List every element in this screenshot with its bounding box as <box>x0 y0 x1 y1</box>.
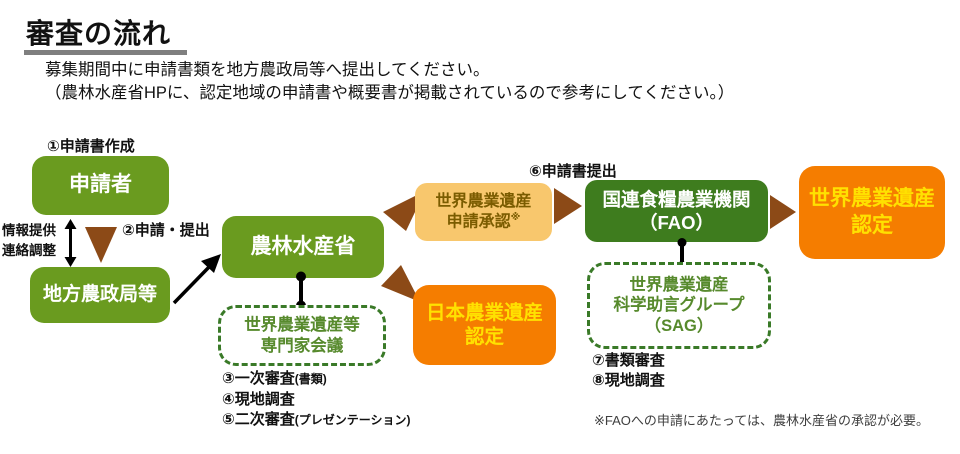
step4-label: ④現地調査 <box>222 390 295 408</box>
giahs-designation-line1: 世界農業遺産 <box>809 187 935 211</box>
japan-designation-line2: 認定 <box>464 326 504 348</box>
intro-line2: （農林水産省HPに、認定地域の申請書や概要書が掲載されているので参考にしてくださ… <box>45 84 735 102</box>
title-underline <box>24 50 187 55</box>
info-line2: 連絡調整 <box>2 242 56 258</box>
giahs-approval-line1: 世界農業遺産 <box>435 192 532 210</box>
step5-label: ⑤二次審査(プレゼンテーション) <box>222 411 411 428</box>
expert-panel-line2: 専門家会議 <box>260 336 344 355</box>
giahs-designation-line2: 認定 <box>851 213 893 237</box>
step7-label: ⑦書類審査 <box>592 352 665 369</box>
step3-label: ③一次審査(書類) <box>222 370 327 387</box>
maff-label: 農林水産省 <box>250 234 356 258</box>
sag-line1: 世界農業遺産 <box>629 275 729 294</box>
triangle-right-icon-2 <box>770 195 796 229</box>
fao-box: 国連食糧農業機関 （FAO） <box>585 180 768 242</box>
japan-designation-line1: 日本農業遺産 <box>425 301 543 324</box>
expert-panel-box: 世界農業遺産等 専門家会議 <box>218 305 386 366</box>
applicant-label: 申請者 <box>69 173 132 197</box>
step2-label: ②申請・提出 <box>122 222 210 239</box>
regional-bureau-label: 地方農政局等 <box>42 284 157 306</box>
intro-text: 募集期間中に申請書類を地方農政局等へ提出してください。 （農林水産省HPに、認定… <box>45 59 734 105</box>
steps-3-4-5: ③一次審査(書類) ④現地調査 ⑤二次審査(プレゼンテーション) <box>222 369 410 431</box>
triangle-right-icon-1 <box>554 188 582 224</box>
sag-line2: 科学助言グループ <box>613 296 745 315</box>
triangle-up-right-icon <box>383 191 425 231</box>
sag-line3: （SAG） <box>644 316 714 335</box>
steps-7-8: ⑦書類審査 ⑧現地調査 <box>592 351 665 391</box>
ref-mark: ※ <box>510 211 521 223</box>
intro-line1: 募集期間中に申請書類を地方農政局等へ提出してください。 <box>45 61 490 79</box>
footnote: ※FAOへの申請にあたっては、農林水産省の承認が必要。 <box>594 413 929 428</box>
regional-bureau-box: 地方農政局等 <box>30 267 170 323</box>
step6-label: ⑥申請書提出 <box>529 163 617 180</box>
page-title: 審査の流れ <box>26 18 172 49</box>
giahs-approval-line2: 申請承認※ <box>446 211 521 231</box>
japan-designation-box: 日本農業遺産 認定 <box>413 285 556 365</box>
giahs-approval-box: 世界農業遺産 申請承認※ <box>415 183 552 241</box>
down-triangle-arrow-icon <box>85 227 117 263</box>
expert-panel-line1: 世界農業遺産等 <box>244 315 360 334</box>
double-arrow-icon <box>64 219 77 267</box>
triangle-down-right-icon <box>381 265 420 302</box>
info-coordination-text: 情報提供 連絡調整 <box>2 221 56 260</box>
info-line1: 情報提供 <box>2 223 56 238</box>
step8-label: ⑧現地調査 <box>592 372 665 389</box>
giahs-designation-box: 世界農業遺産 認定 <box>799 166 945 259</box>
fao-line2: （FAO） <box>638 212 715 233</box>
sag-box: 世界農業遺産 科学助言グループ （SAG） <box>587 262 771 349</box>
arrow-up-right-icon <box>172 254 221 305</box>
step1-label: ①申請書作成 <box>47 138 135 155</box>
fao-line1: 国連食糧農業機関 <box>602 188 751 210</box>
applicant-box: 申請者 <box>32 156 169 215</box>
maff-box: 農林水産省 <box>222 216 384 278</box>
